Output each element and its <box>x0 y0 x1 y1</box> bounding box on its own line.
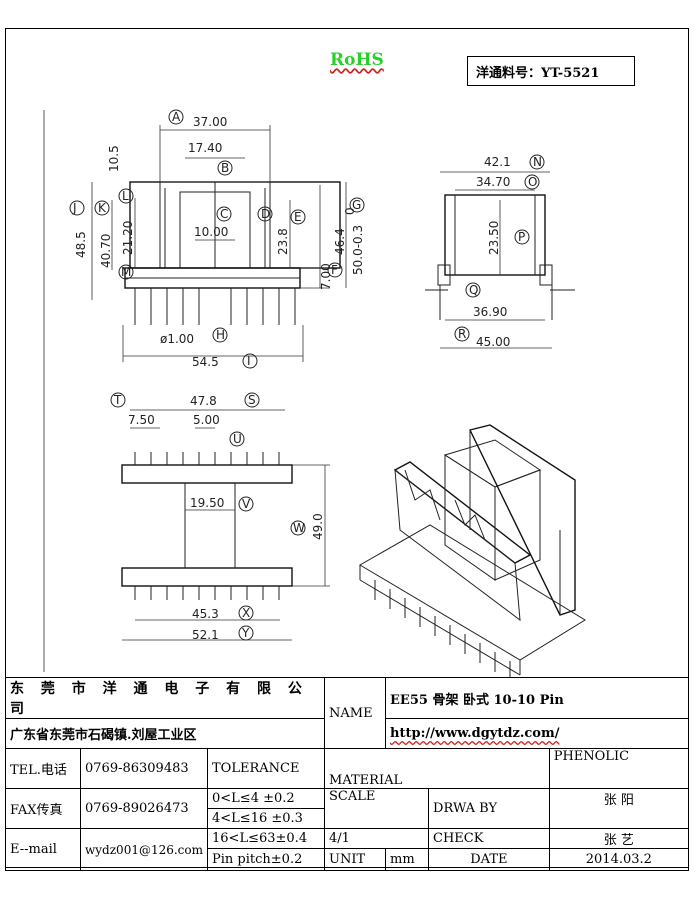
svg-text:B: B <box>221 161 229 175</box>
dim-c-label: 10.00 <box>194 225 228 239</box>
title-block: 东 莞 市 洋 通 电 子 有 限 公 司 NAME EE55 骨架 卧式 10… <box>4 677 690 871</box>
drawn-by: 张 阳 <box>548 788 690 829</box>
dim-y-label: 52.1 <box>192 628 219 642</box>
svg-text:Q: Q <box>469 283 478 297</box>
dim-t-label: 7.50 <box>128 413 155 427</box>
email-value: wydz001@126.com <box>79 828 209 871</box>
email-label: E--mail <box>5 828 81 871</box>
fax-value: 0769-89026473 <box>79 788 209 829</box>
svg-text:C: C <box>220 207 228 221</box>
dim-r-label: 45.00 <box>476 335 510 349</box>
tolerance-row-1: 0<L≤4 ±0.2 <box>207 788 326 809</box>
svg-text:J: J <box>72 201 77 215</box>
svg-text:P: P <box>518 230 525 244</box>
svg-text:F: F <box>331 263 338 277</box>
bottom-view: T 47.8 S 7.50 5.00 U 19.50 V 49.0 W 45.3… <box>110 392 330 642</box>
dim-p-label: 23.50 <box>487 221 501 255</box>
svg-text:I: I <box>247 354 251 368</box>
unit-value: mm <box>385 848 430 871</box>
tolerance-row-3: 16<L≤63±0.4 <box>207 828 326 849</box>
company-address: 广东省东莞市石碣镇.刘屋工业区 <box>4 718 326 749</box>
part-number-box: 洋通料号：YT-5521 <box>467 56 635 86</box>
svg-text:S: S <box>248 393 256 407</box>
dim-o-label: 34.70 <box>476 175 510 189</box>
fax-label: FAX传真 <box>5 788 81 829</box>
dim-i-label: 54.5 <box>192 355 219 369</box>
scale-value: 4/1 <box>324 828 430 849</box>
drawn-label: DRWA BY <box>428 788 550 829</box>
pin-pitch: Pin pitch±0.2 <box>207 848 326 871</box>
svg-text:L: L <box>122 189 129 203</box>
svg-text:D: D <box>261 207 270 221</box>
checked-by: 张 艺 <box>548 828 690 849</box>
dim-b-label: 17.40 <box>188 141 222 155</box>
dim-x-label: 45.3 <box>192 607 219 621</box>
svg-text:T: T <box>113 393 122 407</box>
dim-f-label: 7.00 <box>319 263 333 290</box>
technical-drawing: A 37.00 17.40 B C 10.00 10.5 J K L M 48.… <box>43 109 586 678</box>
svg-text:E: E <box>294 210 302 224</box>
svg-text:N: N <box>533 155 542 169</box>
dim-k-label: 40.70 <box>99 234 113 268</box>
isometric-view <box>359 424 586 678</box>
dim-n-label: 42.1 <box>484 155 511 169</box>
rohs-mark: RoHS <box>330 50 384 70</box>
unit-label: UNIT <box>324 848 387 871</box>
tolerance-row-2: 4<L≤16 ±0.3 <box>207 808 326 829</box>
dim-a-label: 37.00 <box>193 115 227 129</box>
svg-text:Y: Y <box>241 626 250 640</box>
name-label: NAME <box>324 677 387 749</box>
dim-w-label: 49.0 <box>311 513 325 540</box>
product-name: EE55 骨架 卧式 10-10 Pin <box>385 677 689 719</box>
tolerance-label: TOLERANCE <box>207 748 326 789</box>
dim-g-sup-label: 0 <box>343 207 357 215</box>
svg-text:W: W <box>293 521 305 535</box>
company-url[interactable]: http://www.dgytdz.com/ <box>390 726 560 741</box>
dim-q-label: 36.90 <box>473 305 507 319</box>
dim-e-label: 46.4 <box>333 228 347 255</box>
side-view: 42.1 N 34.70 O 23.50 P Q 36.90 45.00 R <box>425 154 575 349</box>
svg-text:K: K <box>98 201 107 215</box>
svg-text:X: X <box>242 606 250 620</box>
svg-text:G: G <box>352 198 361 212</box>
tel-value: 0769-86309483 <box>79 748 209 789</box>
svg-text:R: R <box>458 327 466 341</box>
dim-l-label: 21.20 <box>121 221 135 255</box>
dim-u-label: 5.00 <box>193 413 220 427</box>
scale-label: SCALE <box>324 788 430 829</box>
dim-v-label: 19.50 <box>190 496 224 510</box>
date-value: 2014.03.2 <box>548 848 690 871</box>
svg-text:V: V <box>242 497 251 511</box>
svg-text:M: M <box>121 265 131 279</box>
svg-text:H: H <box>216 328 225 342</box>
tel-label: TEL.电话 <box>5 748 81 789</box>
dim-d-label: 23.8 <box>276 228 290 255</box>
svg-text:U: U <box>233 432 242 446</box>
svg-text:A: A <box>172 110 181 124</box>
check-label: CHECK <box>428 828 550 849</box>
dim-top-label: 10.5 <box>107 145 121 172</box>
svg-text:O: O <box>528 175 537 189</box>
dim-j-label: 48.5 <box>74 231 88 258</box>
date-label: DATE <box>428 848 550 871</box>
dim-h-label: ø1.00 <box>160 332 194 346</box>
material-label: MATERIAL <box>324 748 550 789</box>
dim-g-label: 50.0-0.3 <box>351 225 365 275</box>
material-value: PHENOLIC <box>548 748 690 789</box>
company-name: 东 莞 市 洋 通 电 子 有 限 公 司 <box>4 677 326 719</box>
dim-s-label: 47.8 <box>190 394 217 408</box>
front-view: A 37.00 17.40 B C 10.00 10.5 J K L M 48.… <box>69 109 365 369</box>
